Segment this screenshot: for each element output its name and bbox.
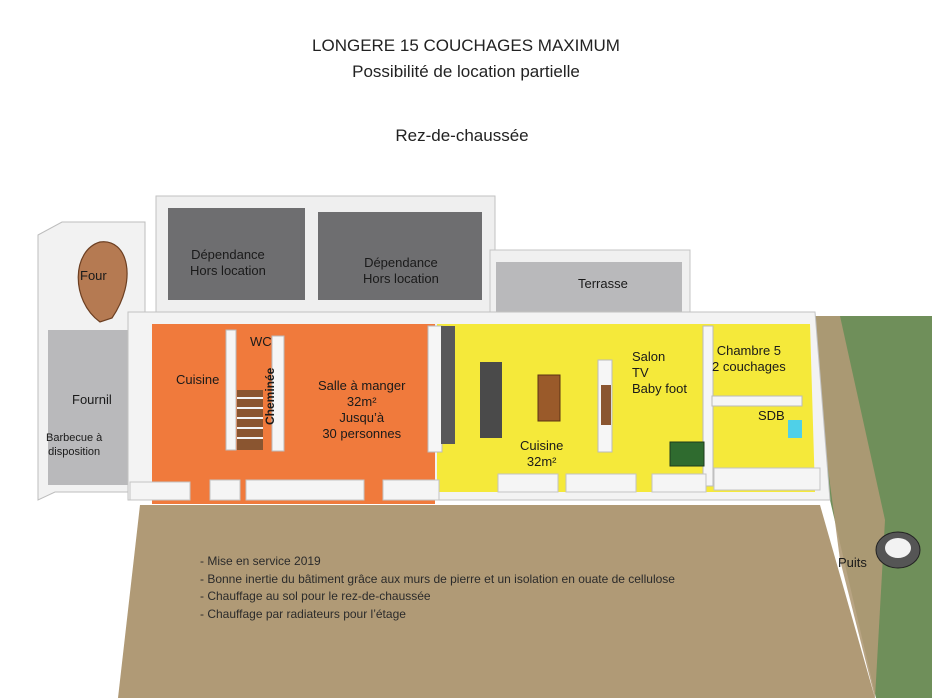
wall-chambre-bottom bbox=[711, 395, 803, 407]
orange-zone bbox=[152, 324, 435, 504]
label-sdb: SDB bbox=[758, 408, 785, 423]
stairs bbox=[237, 359, 613, 453]
label-wc: WC bbox=[250, 334, 272, 349]
note-item: - Bonne inertie du bâtiment grâce aux mu… bbox=[200, 571, 675, 586]
plan-title: LONGERE 15 COUCHAGES MAXIMUM bbox=[312, 36, 620, 55]
label-cheminee: Cheminée bbox=[263, 367, 277, 425]
wall-center bbox=[427, 325, 443, 453]
wall-cuisine bbox=[225, 329, 237, 451]
label-cuisine-orange: Cuisine bbox=[176, 372, 220, 387]
yellow-zone bbox=[437, 324, 815, 492]
label-four: Four bbox=[80, 268, 107, 283]
well-icon bbox=[875, 531, 921, 569]
baby-foot bbox=[669, 441, 705, 467]
floor-label: Rez-de-chaussée bbox=[395, 126, 529, 145]
note-item: - Chauffage par radiateurs pour l’étage bbox=[200, 606, 406, 621]
wall-cheminee bbox=[271, 335, 285, 452]
dependance2-room bbox=[318, 212, 482, 300]
label-puits: Puits bbox=[838, 555, 867, 570]
bathroom-fixture bbox=[788, 420, 802, 438]
label-fournil: Fournil bbox=[72, 392, 112, 407]
note-item: - Chauffage au sol pour le rez-de-chauss… bbox=[200, 589, 431, 603]
plan-subtitle: Possibilité de location partielle bbox=[352, 62, 580, 81]
terrasse-area bbox=[496, 262, 682, 312]
dependance1-room bbox=[168, 208, 305, 300]
dark-column bbox=[441, 326, 455, 444]
oven-shape bbox=[77, 241, 128, 323]
note-item: - Mise en service 2019 bbox=[200, 554, 321, 568]
fournil-room bbox=[48, 330, 140, 485]
label-terrasse: Terrasse bbox=[578, 276, 628, 291]
ground-right bbox=[808, 316, 885, 698]
kitchen-island bbox=[480, 362, 502, 438]
dining-table bbox=[537, 374, 561, 422]
ground-area bbox=[118, 505, 875, 698]
notes-list: - Mise en service 2019 - Bonne inertie d… bbox=[200, 553, 675, 623]
